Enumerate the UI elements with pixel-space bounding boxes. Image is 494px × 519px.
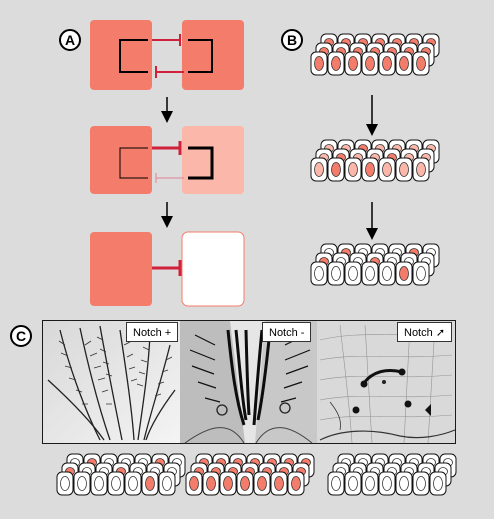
cell-nucleus bbox=[331, 476, 341, 491]
cell-nucleus bbox=[314, 162, 324, 177]
cell-nucleus bbox=[399, 162, 409, 177]
cell-nucleus bbox=[331, 162, 341, 177]
cell-nucleus bbox=[77, 476, 87, 491]
cell-nucleus bbox=[189, 476, 199, 491]
cell-sheet-b-bottom bbox=[310, 243, 440, 286]
photo-strip bbox=[42, 320, 456, 444]
cell-nucleus bbox=[382, 266, 392, 281]
cell-nucleus bbox=[274, 476, 284, 491]
cell-nucleus bbox=[314, 56, 324, 71]
cell-sheet-notch-gain bbox=[327, 453, 457, 496]
photo-label-notch-plus: Notch + bbox=[126, 322, 179, 342]
cell-nucleus bbox=[348, 266, 358, 281]
cell-nucleus bbox=[399, 266, 409, 281]
cell-nucleus bbox=[399, 56, 409, 71]
panel-label-b: B bbox=[281, 29, 303, 51]
cell-nucleus bbox=[416, 56, 426, 71]
photo-label-notch-gain: Notch ➚ bbox=[397, 322, 453, 342]
cell-nucleus bbox=[162, 476, 172, 491]
cell-nucleus bbox=[365, 56, 375, 71]
cell-nucleus bbox=[416, 162, 426, 177]
panel-a-diagram bbox=[90, 20, 245, 307]
cell-nucleus bbox=[145, 476, 155, 491]
cell-sheet-notch-plus bbox=[56, 453, 186, 496]
cell-nucleus bbox=[382, 162, 392, 177]
cell-nucleus bbox=[314, 266, 324, 281]
cell-nucleus bbox=[331, 56, 341, 71]
cell-sheet-notch-minus bbox=[185, 453, 315, 496]
cell-nucleus bbox=[365, 162, 375, 177]
cell-nucleus bbox=[416, 266, 426, 281]
cell-left-row2 bbox=[90, 126, 152, 194]
cell-nucleus bbox=[365, 476, 375, 491]
signal-loop-right-row1 bbox=[188, 39, 213, 73]
cell-nucleus bbox=[348, 476, 358, 491]
up-right-arrow-icon: ➚ bbox=[435, 327, 446, 339]
cell-nucleus bbox=[60, 476, 70, 491]
panel-label-a: A bbox=[59, 29, 81, 51]
photo-label-notch-minus-text: Notch - bbox=[269, 327, 305, 339]
cell-nucleus bbox=[348, 162, 358, 177]
cell-nucleus bbox=[365, 266, 375, 281]
cell-nucleus bbox=[382, 56, 392, 71]
signal-loop-right-row2 bbox=[188, 146, 214, 180]
cell-nucleus bbox=[382, 476, 392, 491]
cell-nucleus bbox=[111, 476, 121, 491]
signal-loop-left-row2 bbox=[119, 147, 148, 179]
cell-nucleus bbox=[223, 476, 233, 491]
cell-nucleus bbox=[399, 476, 409, 491]
cell-nucleus bbox=[331, 266, 341, 281]
cell-nucleus bbox=[257, 476, 267, 491]
cell-nucleus bbox=[206, 476, 216, 491]
cell-left-row3 bbox=[90, 232, 152, 306]
cell-nucleus bbox=[94, 476, 104, 491]
cell-nucleus bbox=[291, 476, 301, 491]
cell-nucleus bbox=[348, 56, 358, 71]
cell-sheet-b-top bbox=[310, 33, 440, 76]
photo-label-notch-gain-text: Notch bbox=[404, 327, 433, 339]
cell-right-row3 bbox=[181, 231, 245, 307]
cell-nucleus bbox=[128, 476, 138, 491]
photo-notch-minus bbox=[180, 321, 317, 444]
cell-nucleus bbox=[416, 476, 426, 491]
signal-loop-left-row1 bbox=[119, 39, 148, 73]
cell-nucleus bbox=[240, 476, 250, 491]
photo-label-notch-minus: Notch - bbox=[262, 322, 312, 342]
panel-label-c: C bbox=[10, 325, 32, 347]
cell-nucleus bbox=[433, 476, 443, 491]
photo-label-notch-plus-text: Notch + bbox=[133, 327, 172, 339]
cell-sheet-b-mid bbox=[310, 139, 440, 182]
